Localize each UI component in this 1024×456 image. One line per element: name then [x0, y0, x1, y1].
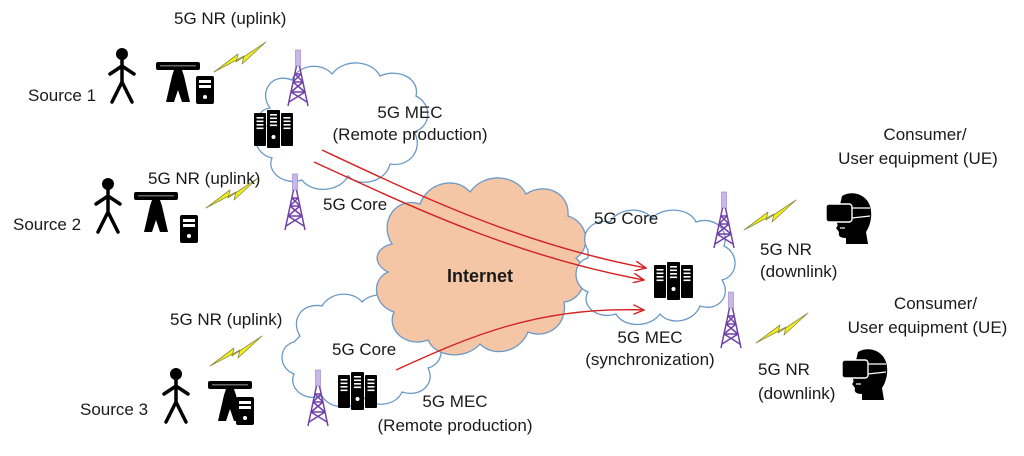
internet-label: Internet [447, 266, 514, 286]
camera-rig-icon [156, 62, 200, 102]
vr-headset-user-icon [841, 348, 888, 401]
wireless-link-icon [755, 312, 809, 344]
consumer-2-downlink-sublabel: (downlink) [758, 384, 836, 403]
source-1-uplink-label: 5G NR (uplink) [174, 9, 287, 28]
stream-arrow-1 [321, 149, 646, 268]
source-2-uplink-label: 5G NR (uplink) [148, 169, 261, 188]
computer-tower-icon [236, 397, 254, 425]
server-rack-icon [654, 262, 693, 300]
wireless-link-icon [213, 41, 267, 73]
stream-arrow-2 [313, 161, 644, 280]
source-3-uplink-label: 5G NR (uplink) [170, 310, 283, 329]
source-2-label: Source 2 [13, 215, 82, 234]
edge-1-mec-label: 5G MEC [377, 103, 443, 122]
cell-tower-icon [720, 291, 742, 349]
computer-tower-icon [196, 76, 214, 104]
consumer-1-downlink-label: 5G NR [760, 240, 812, 259]
server-rack-icon [338, 372, 377, 410]
person-icon [108, 46, 136, 104]
consumer-1-sublabel: User equipment (UE) [838, 149, 998, 168]
cell-tower-icon [284, 173, 306, 231]
source-1-label: Source 1 [28, 86, 97, 105]
wireless-link-icon [209, 335, 263, 367]
stream-arrow-3 [395, 310, 644, 371]
server-rack-icon [254, 110, 293, 148]
source-3-label: Source 3 [80, 400, 149, 419]
person-icon [94, 176, 122, 234]
wireless-link-icon [743, 199, 797, 231]
vr-headset-user-icon [825, 192, 872, 245]
edge-2-core-label: 5G Core [332, 340, 397, 359]
internet-cloud [375, 177, 587, 356]
camera-rig-icon [134, 192, 178, 232]
person-icon [162, 366, 190, 424]
consumer-1-label: Consumer/ [883, 125, 967, 144]
edge-1-mec-sublabel: (Remote production) [332, 125, 488, 144]
consumer-1-downlink-sublabel: (downlink) [760, 262, 838, 281]
sync-mec-label: 5G MEC [617, 328, 683, 347]
consumer-2-label: Consumer/ [893, 294, 978, 313]
sync-core-label: 5G Core [594, 209, 659, 228]
edge-1-core-label: 5G Core [323, 195, 388, 214]
edge-2-mec-sublabel: (Remote production) [377, 416, 533, 435]
computer-tower-icon [180, 215, 198, 243]
edge-cloud-1 [255, 62, 429, 190]
consumer-2-downlink-label: 5G NR [758, 360, 810, 379]
sync-mec-sublabel: (synchronization) [585, 350, 715, 369]
consumer-2-sublabel: User equipment (UE) [847, 318, 1008, 337]
edge-2-mec-label: 5G MEC [422, 392, 488, 411]
